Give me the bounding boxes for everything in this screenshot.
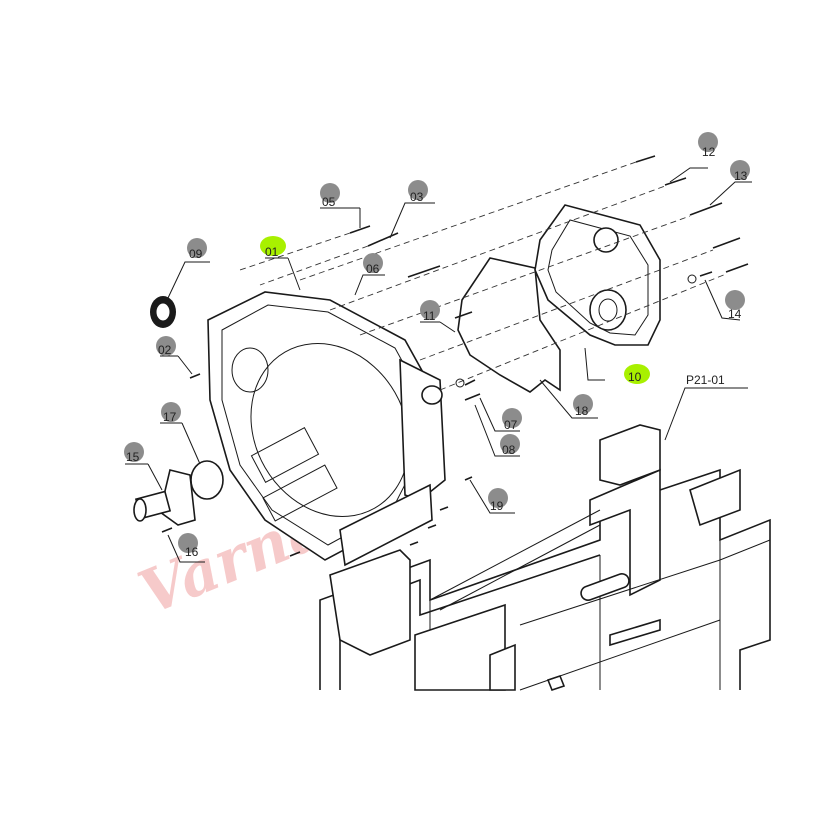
callout-label: 11 <box>423 309 436 323</box>
callout-label: 03 <box>410 190 424 204</box>
callout-badge <box>320 183 340 203</box>
seal <box>150 296 176 328</box>
callout-badge <box>408 180 428 200</box>
callout-badge <box>156 336 176 356</box>
callout-10: 10 <box>624 364 650 384</box>
callout-badge <box>725 290 745 310</box>
callout-15: 15 <box>124 442 144 464</box>
callout-label: 09 <box>189 247 203 261</box>
callout-label: 13 <box>734 169 748 183</box>
callout-08: 08 <box>500 434 520 457</box>
callout-06: 06 <box>363 253 383 276</box>
callout-badge <box>161 402 181 422</box>
callout-badge <box>187 238 207 258</box>
callout-label: 19 <box>490 499 504 513</box>
bolts <box>161 155 749 557</box>
callout-07: 07 <box>502 408 522 432</box>
callout-badge <box>573 394 593 414</box>
callout-05: 05 <box>320 183 340 209</box>
callout-17: 17 <box>161 402 181 424</box>
callout-label: 10 <box>628 370 642 384</box>
callout-13: 13 <box>730 160 750 183</box>
callout-badge <box>363 253 383 273</box>
callout-label: 17 <box>163 410 177 424</box>
callout-badge <box>502 408 522 428</box>
callout-label: 07 <box>504 418 518 432</box>
callout-02: 02 <box>156 336 176 357</box>
callout-label: 15 <box>126 450 140 464</box>
rear-cover <box>534 204 661 346</box>
callout-18: 18 <box>573 394 593 418</box>
callout-label: 16 <box>185 545 199 559</box>
callout-03: 03 <box>408 180 428 204</box>
callout-badge <box>420 300 440 320</box>
o-ring <box>190 460 224 500</box>
gasket <box>457 257 561 393</box>
callout-01: 01 <box>260 236 286 259</box>
reference-label: P21-01 <box>686 373 725 387</box>
callout-11: 11 <box>420 300 440 323</box>
callout-label: 02 <box>158 343 172 357</box>
callout-label: 01 <box>265 245 279 259</box>
chassis-frame <box>319 424 771 691</box>
alignment-lines <box>239 161 727 391</box>
bearing-retainer <box>133 469 196 526</box>
callout-highlight <box>260 236 286 256</box>
callout-16: 16 <box>178 533 199 559</box>
callout-badge <box>488 488 508 508</box>
callout-09: 09 <box>187 238 207 261</box>
bell-housing <box>207 291 446 567</box>
callout-19: 19 <box>488 488 508 513</box>
callout-badge <box>124 442 144 462</box>
callout-label: 12 <box>702 145 716 159</box>
callout-badge <box>178 533 198 553</box>
callout-label: 08 <box>502 443 516 457</box>
callout-badge <box>500 434 520 454</box>
callout-12: 12 <box>698 132 718 159</box>
callout-highlight <box>624 364 650 384</box>
leader-lines <box>125 167 752 563</box>
callout-badge <box>730 160 750 180</box>
callout-label: 06 <box>366 262 380 276</box>
callout-14: 14 <box>725 290 745 321</box>
callout-label: 05 <box>322 195 336 209</box>
callout-label: 14 <box>728 307 742 321</box>
callout-badge <box>698 132 718 152</box>
callout-label: 18 <box>575 404 589 418</box>
